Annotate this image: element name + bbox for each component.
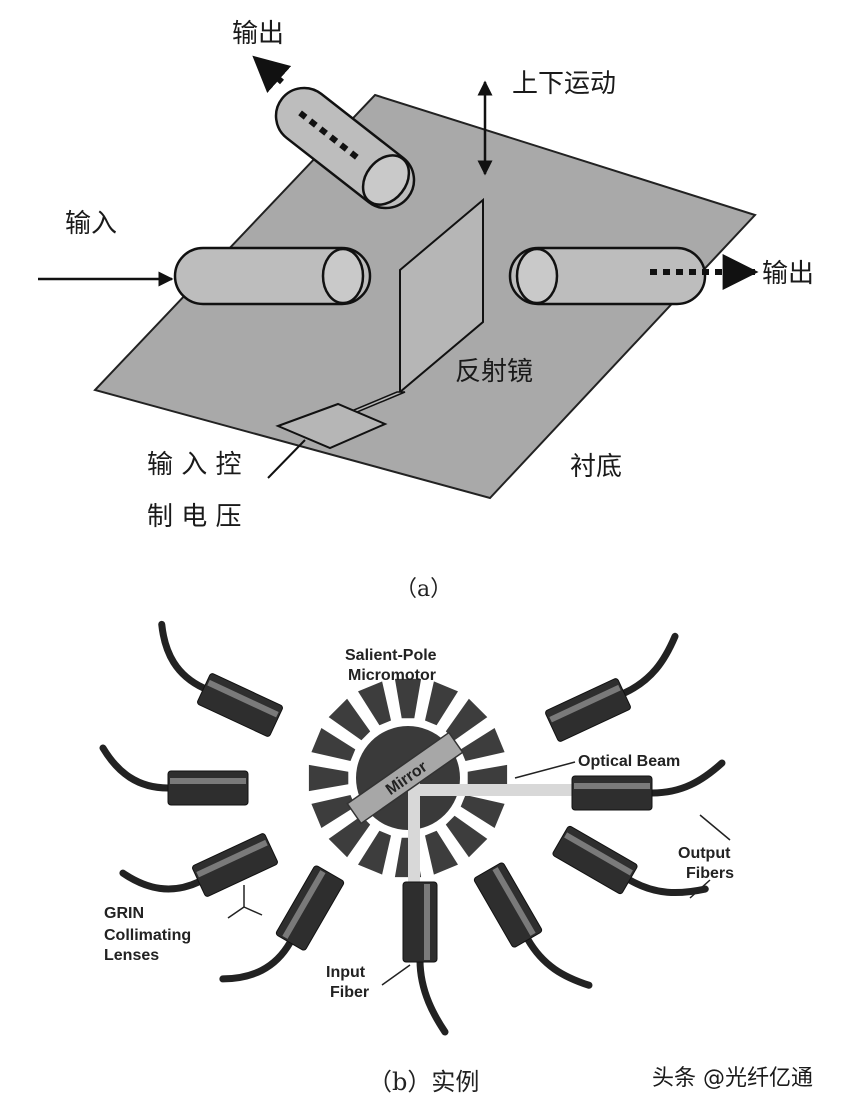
fiber-tail: [99, 744, 172, 792]
fiber-tail: [416, 956, 449, 1036]
collimator-body: [275, 865, 345, 951]
label-output-line2: Fibers: [686, 865, 734, 882]
collimator-highlight: [196, 839, 268, 878]
stator-pole: [460, 728, 505, 761]
collimator-body: [473, 862, 543, 948]
label-output-top: 输出: [232, 19, 284, 49]
stator-pole: [328, 815, 371, 858]
collimator-highlight: [564, 832, 633, 876]
watermark: 头条 @光纤亿通: [652, 1066, 813, 1091]
label-grin-line2: Collimating: [104, 927, 191, 944]
grin-collimator: [402, 881, 449, 1036]
label-input-line2: Fiber: [330, 984, 369, 1001]
grin-collimator: [473, 862, 593, 989]
label-up-down: 上下运动: [512, 69, 616, 99]
stator-pole: [445, 815, 488, 858]
leader-output-fibers-2: [689, 879, 711, 899]
leader-grin: [227, 885, 263, 919]
figure-b: Mirror Salient-Pole Micromotor Optical B…: [99, 620, 734, 1096]
collimator-body: [571, 775, 653, 811]
collimator-body: [552, 825, 638, 895]
fiber-tail: [219, 939, 294, 983]
fiber-top-output: [274, 86, 416, 210]
grin-collimator: [552, 825, 709, 896]
fiber-tail: [626, 876, 709, 896]
stator-pole: [460, 795, 505, 828]
collimator-highlight: [574, 783, 650, 789]
label-output-right: 输出: [762, 259, 814, 289]
collimator-highlight: [170, 778, 246, 784]
fiber-right-output: [508, 246, 730, 306]
label-control-line2: 制 电 压: [147, 502, 242, 532]
fiber-tail: [648, 759, 726, 797]
control-leader-line: [267, 439, 306, 479]
optical-beam-path: [408, 772, 580, 895]
collimator-highlight: [424, 884, 430, 960]
grin-collimator: [571, 759, 726, 811]
fiber-left-input: [173, 246, 372, 306]
label-grin-line1: GRIN: [104, 905, 144, 922]
figure-a: 输出 上下运动 输入 输出 反射镜 输 入 控 制 电 压 衬底 （a）: [38, 19, 814, 602]
collimator-body: [167, 770, 249, 806]
grin-collimator: [119, 833, 278, 897]
fiber-tail: [620, 632, 679, 697]
leader-optical-beam: [514, 761, 576, 779]
caption-b: （b）实例: [368, 1068, 479, 1096]
caption-a: （a）: [395, 577, 452, 602]
label-substrate: 衬底: [570, 452, 622, 482]
collimator-body: [402, 881, 438, 963]
fiber-tail: [524, 936, 593, 989]
stator-pole: [394, 678, 422, 719]
stator-pole: [358, 830, 391, 875]
stator-pole: [308, 764, 349, 792]
stator-pole: [445, 698, 488, 741]
label-input: 输入: [65, 209, 117, 239]
grin-collimator: [99, 744, 249, 806]
stator-pole: [328, 698, 371, 741]
label-motor-line2: Micromotor: [348, 667, 436, 684]
leader-output-fibers: [699, 814, 731, 841]
control-pad: [275, 402, 388, 450]
leader-input-fiber: [381, 964, 411, 986]
stator-pole: [311, 728, 356, 761]
stator-pole: [425, 681, 458, 726]
collimator-highlight: [492, 867, 536, 936]
label-mirror: 反射镜: [455, 357, 533, 387]
label-output-line1: Output: [678, 845, 731, 862]
collimator-highlight: [549, 684, 621, 723]
collimator-highlight: [282, 870, 326, 939]
label-control-line1: 输 入 控: [147, 450, 242, 480]
stator-pole: [311, 795, 356, 828]
label-motor-line1: Salient-Pole: [345, 647, 437, 664]
label-grin-line3: Lenses: [104, 947, 159, 964]
stator-pole: [425, 830, 458, 875]
fiber-collimators: [99, 620, 726, 1036]
grin-collimator: [545, 632, 679, 742]
grin-collimator: [158, 620, 283, 737]
stator-pole: [358, 681, 391, 726]
mirror-plate: [399, 197, 484, 395]
fiber-tail: [158, 620, 208, 692]
fiber-tail: [119, 869, 203, 893]
grin-collimator: [219, 865, 345, 983]
label-input-line1: Input: [326, 964, 366, 981]
collimator-highlight: [207, 679, 279, 718]
arrow-output-top: [252, 55, 292, 93]
label-optical-beam: Optical Beam: [578, 753, 680, 770]
